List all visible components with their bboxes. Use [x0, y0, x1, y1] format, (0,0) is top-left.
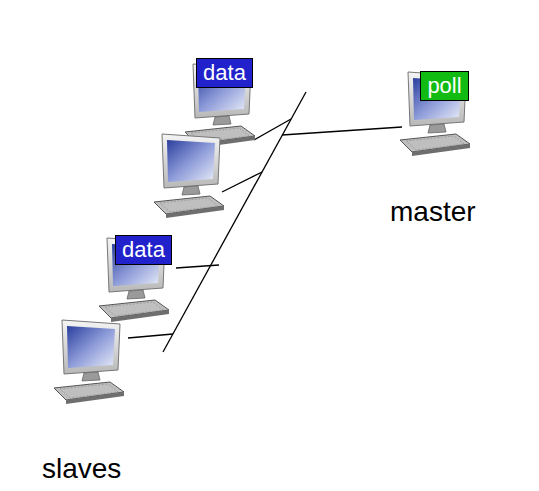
role-label: master — [390, 198, 476, 226]
role-label: slaves — [42, 455, 121, 483]
tag-text: data — [122, 239, 165, 261]
tag-text: poll — [427, 75, 461, 97]
data-tag: data — [196, 58, 253, 88]
poll-tag: poll — [420, 71, 469, 101]
tag-text: data — [203, 62, 246, 84]
data-tag: data — [115, 235, 172, 265]
